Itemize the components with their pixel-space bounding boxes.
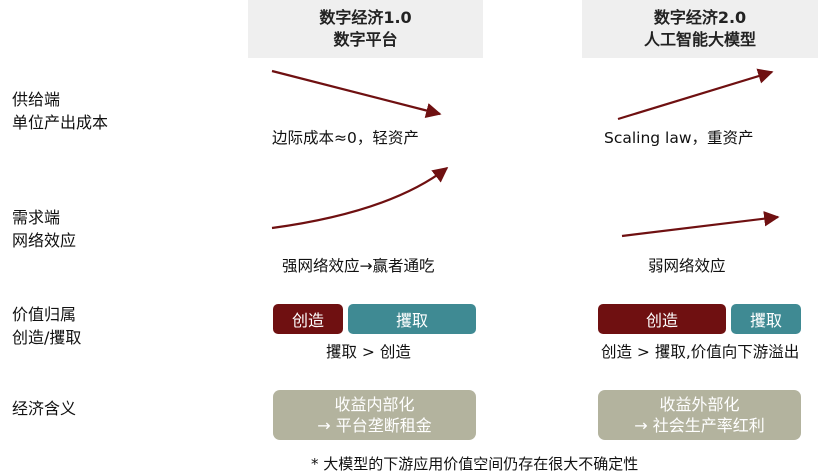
col2-demand-text: 弱网络效应	[648, 257, 726, 275]
row-label-line: 供给端	[12, 90, 61, 109]
column-subtitle: 数字平台	[333, 30, 398, 49]
row-label-demand: 需求端 网络效应	[12, 206, 76, 252]
column-title: 数字经济1.0	[319, 8, 412, 27]
col1-supply-text: 边际成本≈0，轻资产	[272, 129, 419, 147]
strong-network-curve-arrow	[271, 167, 449, 230]
row-label-line: 经济含义	[12, 399, 77, 418]
col1-demand-text: 强网络效应→赢者通吃	[282, 257, 435, 275]
row-label-line: 网络效应	[12, 231, 77, 250]
supply-cost-up-arrow	[617, 68, 774, 121]
column-header-digital-economy-1: 数字经济1.0 数字平台	[248, 0, 483, 58]
column-title: 数字经济2.0	[653, 8, 747, 27]
col2-economic-box: 收益外部化 → 社会生产率红利	[598, 390, 801, 440]
column-subtitle: 人工智能大模型	[643, 30, 756, 49]
col1-economic-box: 收益内部化 → 平台垄断租金	[273, 390, 476, 440]
capture-label: 攫取	[749, 311, 782, 330]
row-label-line: 需求端	[12, 208, 61, 227]
row-label-value: 价值归属 创造/攫取	[12, 303, 81, 349]
col1-value-text: 攫取 > 创造	[326, 343, 411, 361]
row-label-line: 单位产出成本	[12, 113, 109, 132]
capture-label: 攫取	[395, 311, 428, 330]
row-label-economic: 经济含义	[12, 397, 76, 420]
footnote: * 大模型的下游应用价值空间仍存在很大不确定性	[311, 455, 639, 473]
weak-network-arrow	[621, 211, 780, 238]
row-label-line: 创造/攫取	[12, 328, 82, 347]
econ-line: 收益内部化	[334, 395, 415, 414]
col2-capture-pill: 攫取	[731, 304, 801, 334]
create-label: 创造	[645, 311, 678, 330]
econ-line: → 平台垄断租金	[317, 416, 432, 435]
col1-create-pill: 创造	[273, 304, 343, 334]
col1-capture-pill: 攫取	[348, 304, 476, 334]
row-label-line: 价值归属	[12, 305, 77, 324]
column-header-digital-economy-2: 数字经济2.0 人工智能大模型	[582, 0, 818, 58]
supply-cost-down-arrow	[271, 69, 442, 119]
col2-supply-text: Scaling law，重资产	[604, 129, 754, 147]
row-label-supply: 供给端 单位产出成本	[12, 88, 108, 134]
col2-create-pill: 创造	[598, 304, 726, 334]
col2-value-text: 创造 > 攫取,价值向下游溢出	[601, 343, 800, 361]
create-label: 创造	[291, 311, 324, 330]
econ-line: → 社会生产率红利	[634, 416, 765, 435]
econ-line: 收益外部化	[659, 395, 740, 414]
